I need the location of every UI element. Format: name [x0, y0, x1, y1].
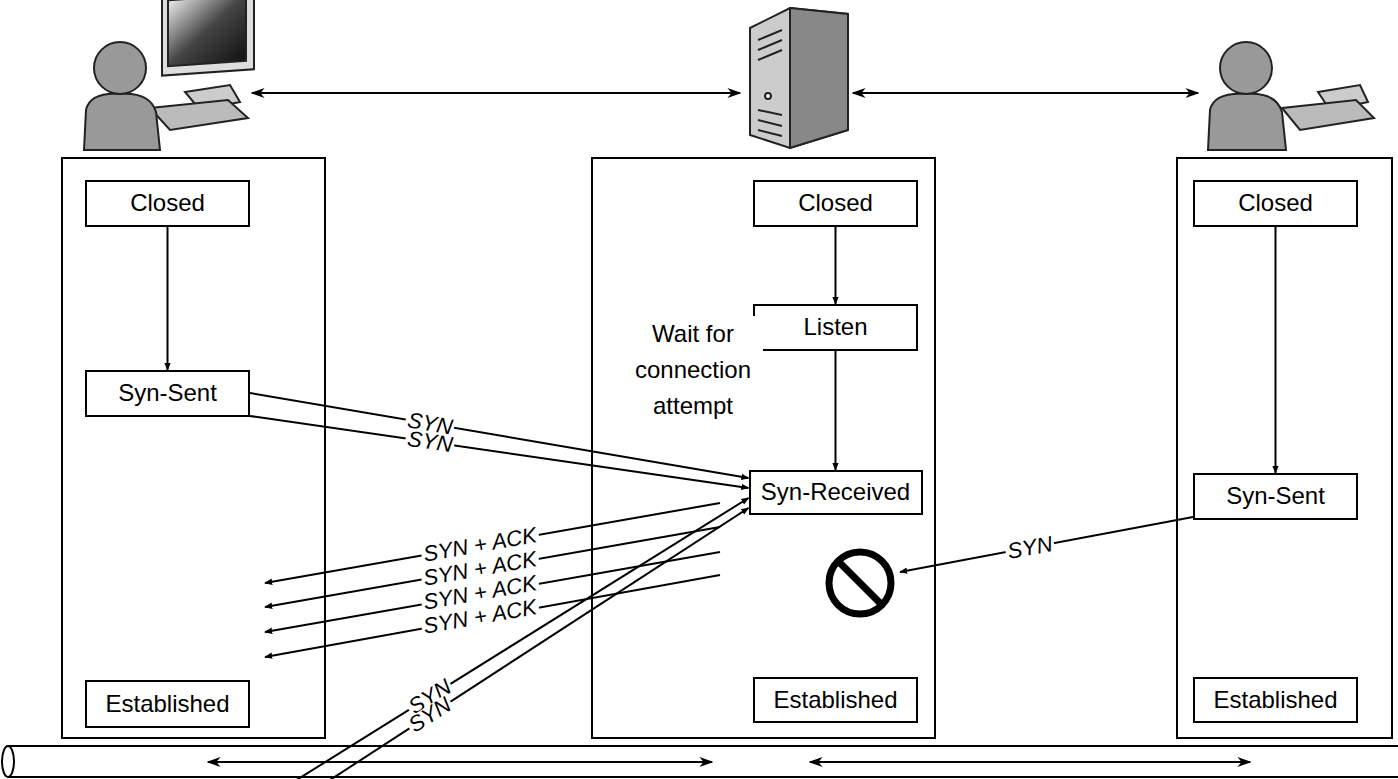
state-name: Syn-Sent	[118, 380, 217, 406]
syn-arrow	[900, 517, 1193, 572]
state-box: Established	[85, 680, 250, 728]
state-box: Syn-Received	[749, 470, 923, 515]
packet-label: SYN	[1004, 535, 1056, 562]
state-box: Listen	[753, 304, 918, 351]
state-name: Closed	[798, 190, 873, 216]
network-link	[810, 761, 1250, 763]
server-icon	[750, 8, 848, 148]
syn-arrow	[250, 498, 749, 779]
network-pipe	[2, 746, 1398, 777]
state-name: Established	[773, 687, 897, 713]
state-transition	[835, 227, 837, 304]
syn-ack-arrow	[265, 503, 720, 657]
prohibited-symbol	[829, 552, 891, 614]
state-box: Closed	[85, 180, 250, 227]
state-box: Closed	[753, 180, 918, 227]
state-box: Syn-Sent	[1193, 473, 1358, 520]
user-computer-icon	[84, 0, 254, 150]
state-box: Syn-Sent	[85, 370, 250, 417]
server-panel	[592, 158, 935, 738]
state-transition	[835, 351, 837, 470]
network-link	[252, 92, 740, 94]
state-name: Established	[105, 691, 229, 717]
state-name: Syn-Received	[761, 479, 910, 505]
network-link	[853, 92, 1198, 94]
state-box: Closed	[1193, 180, 1358, 227]
state-name: Listen	[803, 314, 867, 340]
client-panel	[62, 158, 325, 738]
network-link	[208, 761, 712, 763]
note-text: Wait for connection attempt	[623, 316, 763, 424]
state-name: Closed	[1238, 190, 1313, 216]
state-name: Syn-Sent	[1226, 483, 1325, 509]
packet-label: SYN	[404, 430, 455, 455]
state-box: Established	[1193, 677, 1358, 723]
state-box: Established	[753, 677, 918, 723]
syn-arrow	[250, 416, 749, 488]
state-transition	[1275, 227, 1277, 473]
state-transition	[167, 227, 169, 370]
user-computer-icon	[1208, 0, 1382, 150]
client-panel	[1177, 158, 1392, 738]
syn-arrow	[250, 508, 749, 779]
state-name: Established	[1213, 687, 1337, 713]
state-name: Closed	[130, 190, 205, 216]
